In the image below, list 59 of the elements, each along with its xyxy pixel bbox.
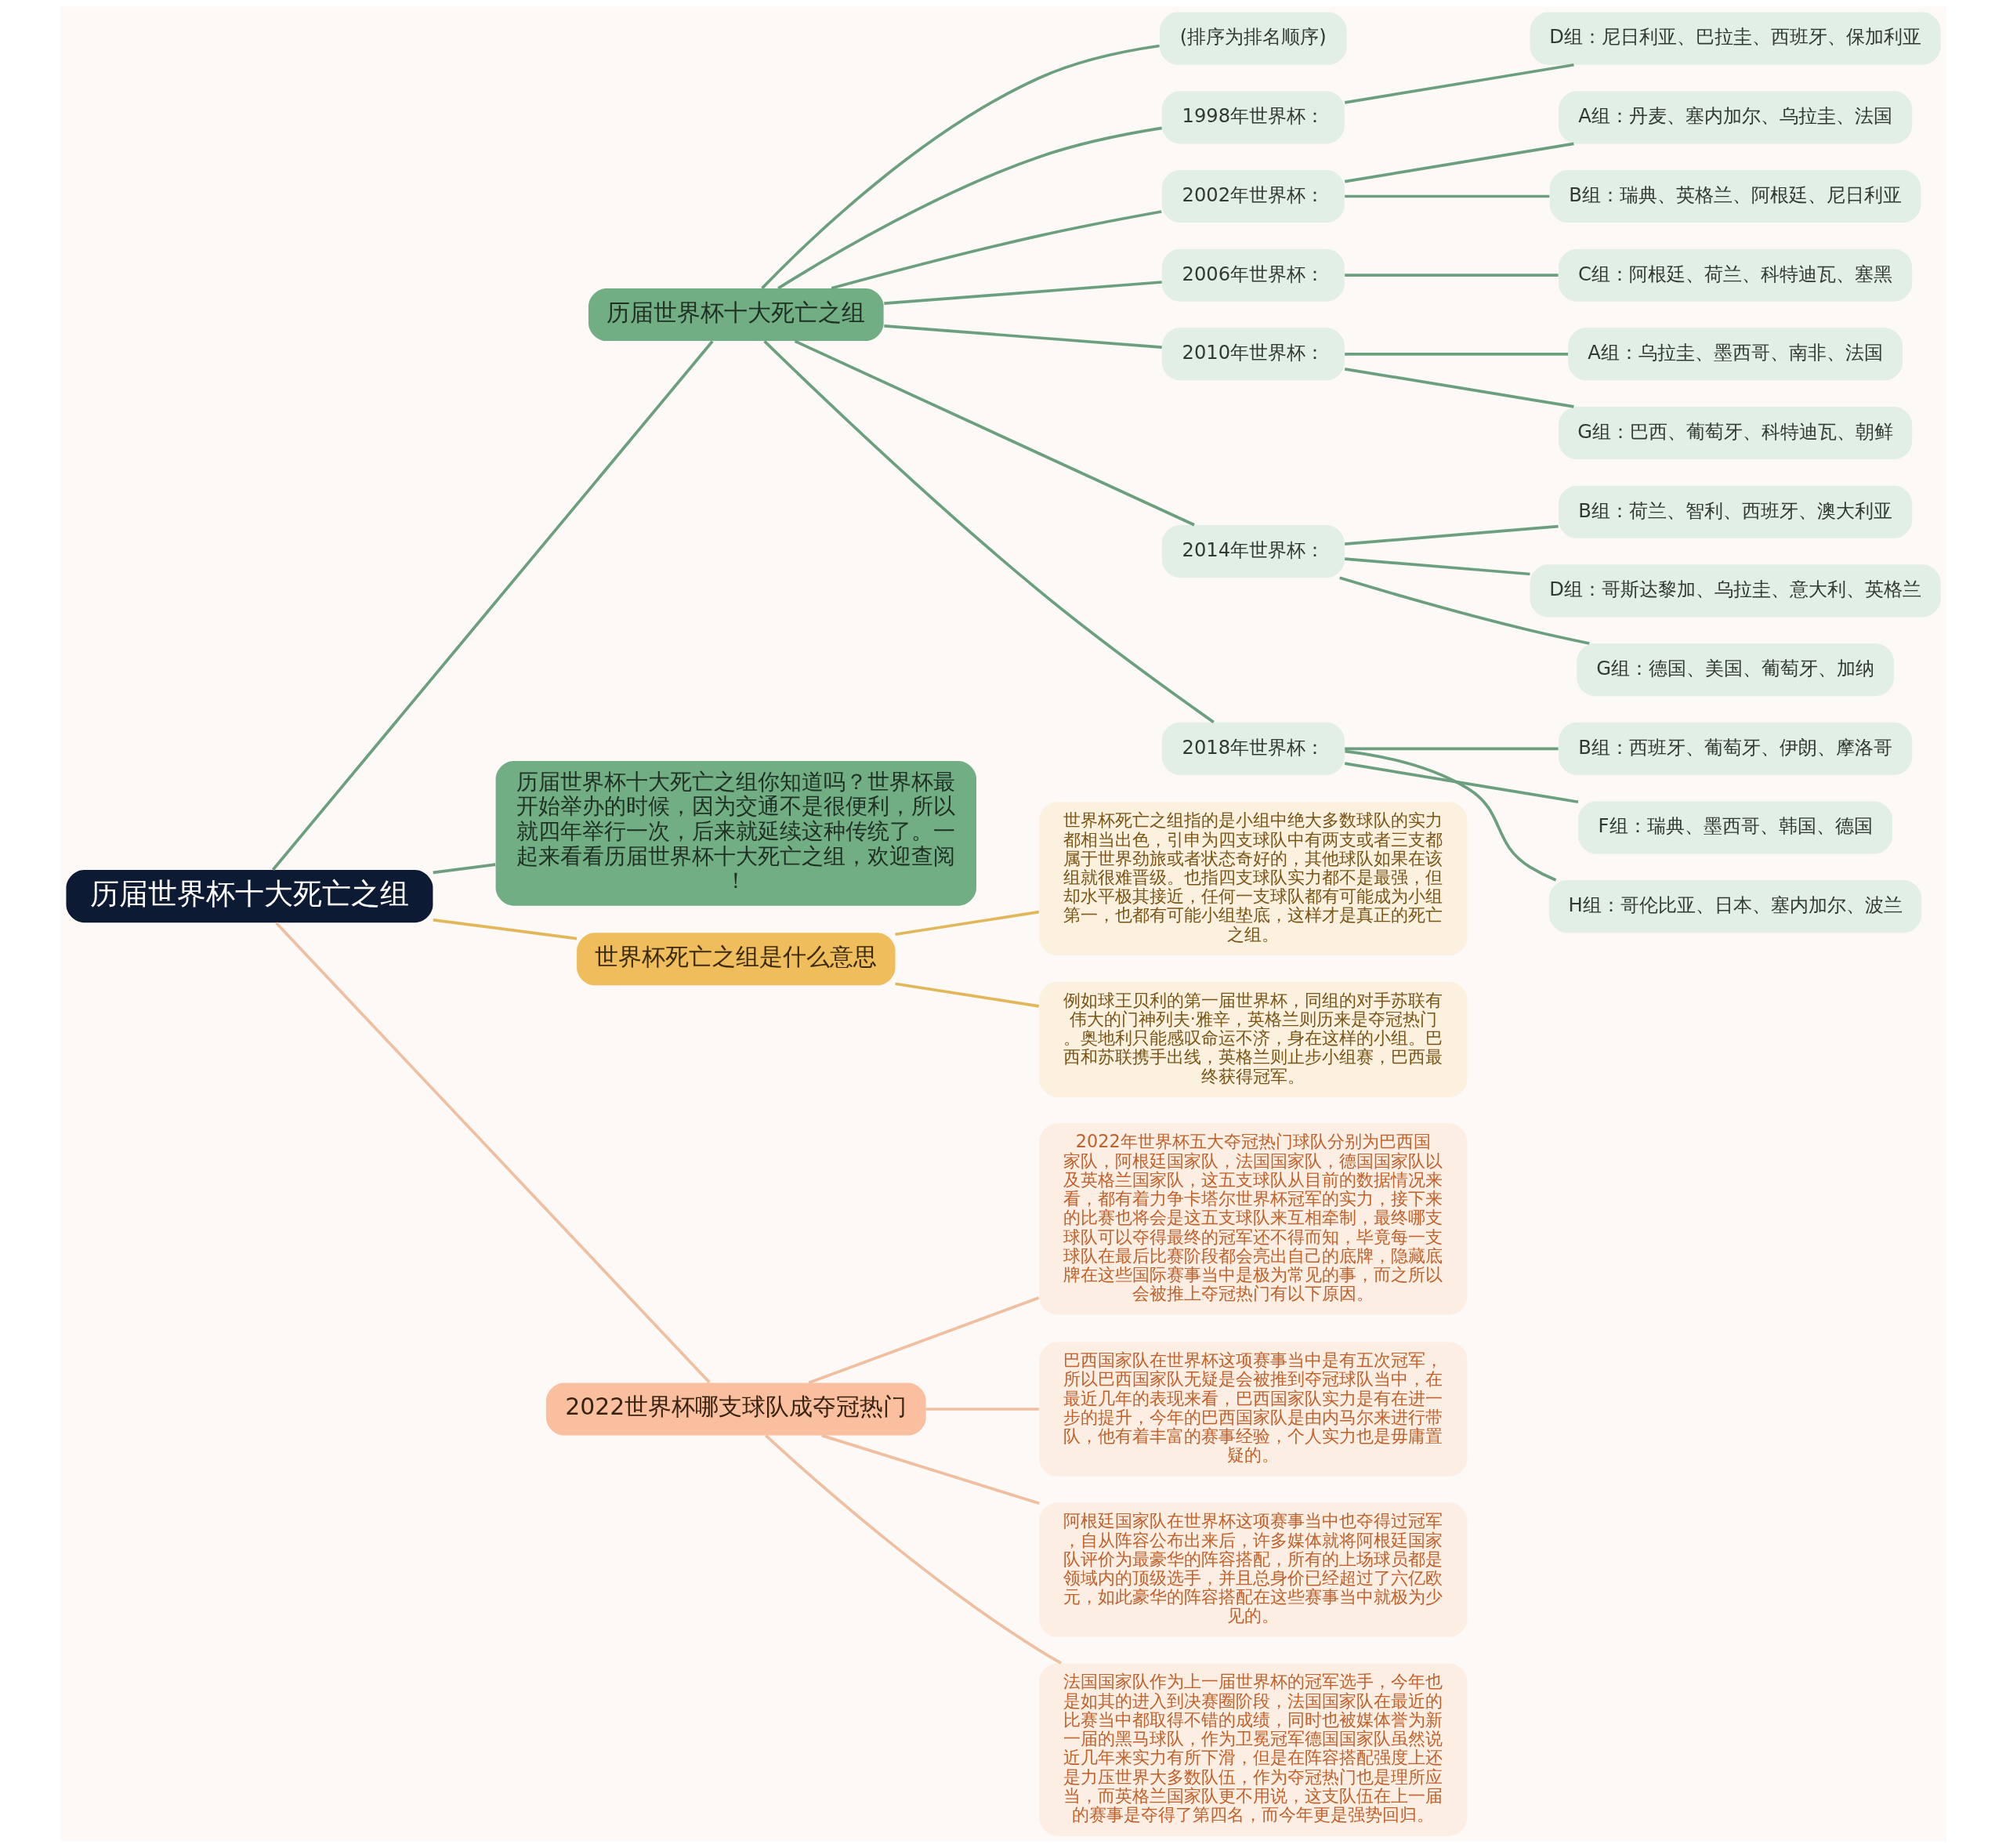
connector xyxy=(433,918,577,940)
node-box: 巴西国家队在世界杯这项赛事当中是有五次冠军，所以巴西国家队无疑是会被推到夺冠球队当中，在最近几年的表现来看，巴西国家队实力是有在进一步的提升，今年的巴西国家队是由内马尔来进行带队，他有着丰富的赛事经验，个人实力也是毋庸置疑的。 xyxy=(1038,1342,1467,1477)
node-box: A组：丹麦、塞内加尔、乌拉圭、法国 xyxy=(1558,91,1912,144)
node-box: 历届世界杯十大死亡之组 xyxy=(588,288,884,342)
node-box: 历届世界杯十大死亡之组 xyxy=(65,870,433,923)
connector xyxy=(274,922,711,1384)
node-box: D组：尼日利亚、巴拉圭、西班牙、保加利亚 xyxy=(1530,12,1941,65)
connector xyxy=(1344,524,1559,545)
node-box: H组：哥伦比亚、日本、塞内加尔、波兰 xyxy=(1548,880,1921,933)
node-box: 历届世界杯十大死亡之组你知道吗？世界杯最开始举办的时候，因为交通不是很便利，所以就四年举行一次，后来就延续这种传统了。一起来看看历届世界杯十大死亡之组，欢迎查阅！ xyxy=(495,761,976,906)
connector xyxy=(1344,367,1574,408)
connector xyxy=(271,340,714,871)
connector xyxy=(1344,194,1549,198)
node-box: 2018年世界杯： xyxy=(1161,722,1345,775)
connector xyxy=(820,1433,1040,1506)
connector xyxy=(433,863,495,875)
connector xyxy=(894,982,1039,1008)
connector xyxy=(1344,749,1556,882)
node-box: B组：瑞典、英格兰、阿根廷、尼日利亚 xyxy=(1549,169,1921,223)
connector xyxy=(883,281,1162,306)
node-box: 2006年世界杯： xyxy=(1161,248,1345,302)
node-box: G组：巴西、葡萄牙、科特迪瓦、朝鲜 xyxy=(1558,407,1912,460)
node-box: 1998年世界杯： xyxy=(1161,91,1345,144)
connector xyxy=(777,126,1162,290)
node-box: G组：德国、美国、葡萄牙、加纳 xyxy=(1576,643,1894,697)
node-box: B组：荷兰、智利、西班牙、澳大利亚 xyxy=(1558,485,1912,538)
node-box: D组：哥斯达黎加、乌拉圭、意大利、英格兰 xyxy=(1530,564,1941,618)
connector xyxy=(1338,576,1590,645)
node-box: 2022世界杯哪支球队成夺冠热门 xyxy=(545,1382,926,1436)
node-box: (排序为排名顺序) xyxy=(1159,12,1347,65)
node-box: 法国国家队作为上一届世界杯的冠军选手，今年也是如其的进入到决赛圈阶段，法国国家队在最近的比赛当中都取得不错的成绩，同时也被媒体誉为新一届的黑马球队，作为卫冕冠军德国国家队虽然说近几年来实力有所下滑，但是在阵容搭配强度上还是力压世界大多数队伍，作为夺冠热门也是理所应当，而英格兰国家队更不用说，这支队伍在上一届的赛事是夺得了第四名，而今年更是强势回归。 xyxy=(1038,1663,1467,1836)
connector xyxy=(808,1296,1039,1385)
connector xyxy=(1344,274,1559,277)
connector xyxy=(1344,557,1530,576)
connector xyxy=(1344,747,1559,751)
node-box: C组：阿根廷、荷兰、科特迪瓦、塞黑 xyxy=(1558,248,1912,302)
node-box: 例如球王贝利的第一届世界杯，同组的对手苏联有伟大的门神列夫·雅辛，英格兰则历来是夺冠热门。奥地利只能感叹命运不济，身在这样的小组。巴西和苏联携手出线，英格兰则止步小组赛，巴西最终获得冠军。 xyxy=(1038,981,1467,1097)
connector xyxy=(762,340,1215,723)
node-box: 阿根廷国家队在世界杯这项赛事当中也夺得过冠军，自从阵容公布出来后，许多媒体就将阿根廷国家队评价为最豪华的阵容搭配，所有的上场球员都是领域内的顶级选手，并且总身价已经超过了六亿欧元，如此豪华的阵容搭配在这些赛事当中就极为少见的。 xyxy=(1038,1502,1467,1637)
connector xyxy=(1344,762,1578,804)
node-box: 2002年世界杯： xyxy=(1161,169,1345,223)
node-box: A组：乌拉圭、墨西哥、南非、法国 xyxy=(1567,328,1903,381)
connector xyxy=(831,210,1162,290)
connector xyxy=(794,339,1195,527)
connector xyxy=(1344,142,1574,183)
node-box: 2010年世界杯： xyxy=(1161,328,1345,381)
connector xyxy=(894,910,1039,937)
connector xyxy=(883,324,1162,349)
connector xyxy=(1344,63,1574,104)
node-box: 世界杯死亡之组是什么意思 xyxy=(576,933,896,986)
node-box: B组：西班牙、葡萄牙、伊朗、摩洛哥 xyxy=(1558,722,1912,775)
connector xyxy=(925,1408,1039,1411)
node-box: 2022年世界杯五大夺冠热门球队分别为巴西国家队，阿根廷国家队，法国国家队，德国国家队以及英格兰国家队，这五支球队从目前的数据情况来看，都有着力争卡塔尔世界杯冠军的实力，接下来的比赛也将会是这五支球队来互相牵制，最终哪支球队可以夺得最终的冠军还不得而知，毕竟每一支球队在最后比赛阶段都会亮出自己的底牌，隐藏底牌在这些国际赛事当中是极为常见的事，而之所以会被推上夺冠热门有以下原因。 xyxy=(1038,1123,1467,1315)
connector xyxy=(764,1434,1062,1665)
node-box: 2014年世界杯： xyxy=(1161,525,1345,578)
connector xyxy=(760,44,1160,290)
node-box: 世界杯死亡之组指的是小组中绝大多数球队的实力都相当出色，引申为四支球队中有两支或者三支都属于世界劲旅或者状态奇好的，其他球队如果在该组就很难晋级。也指四支球队实力都不是最强，但却水平极其接近，任何一支球队都有可能成为小组第一，也都有可能小组垫底，这样才是真正的死亡之组。 xyxy=(1038,802,1467,956)
connector xyxy=(1344,353,1568,356)
node-box: F组：瑞典、墨西哥、韩国、德国 xyxy=(1577,801,1892,854)
